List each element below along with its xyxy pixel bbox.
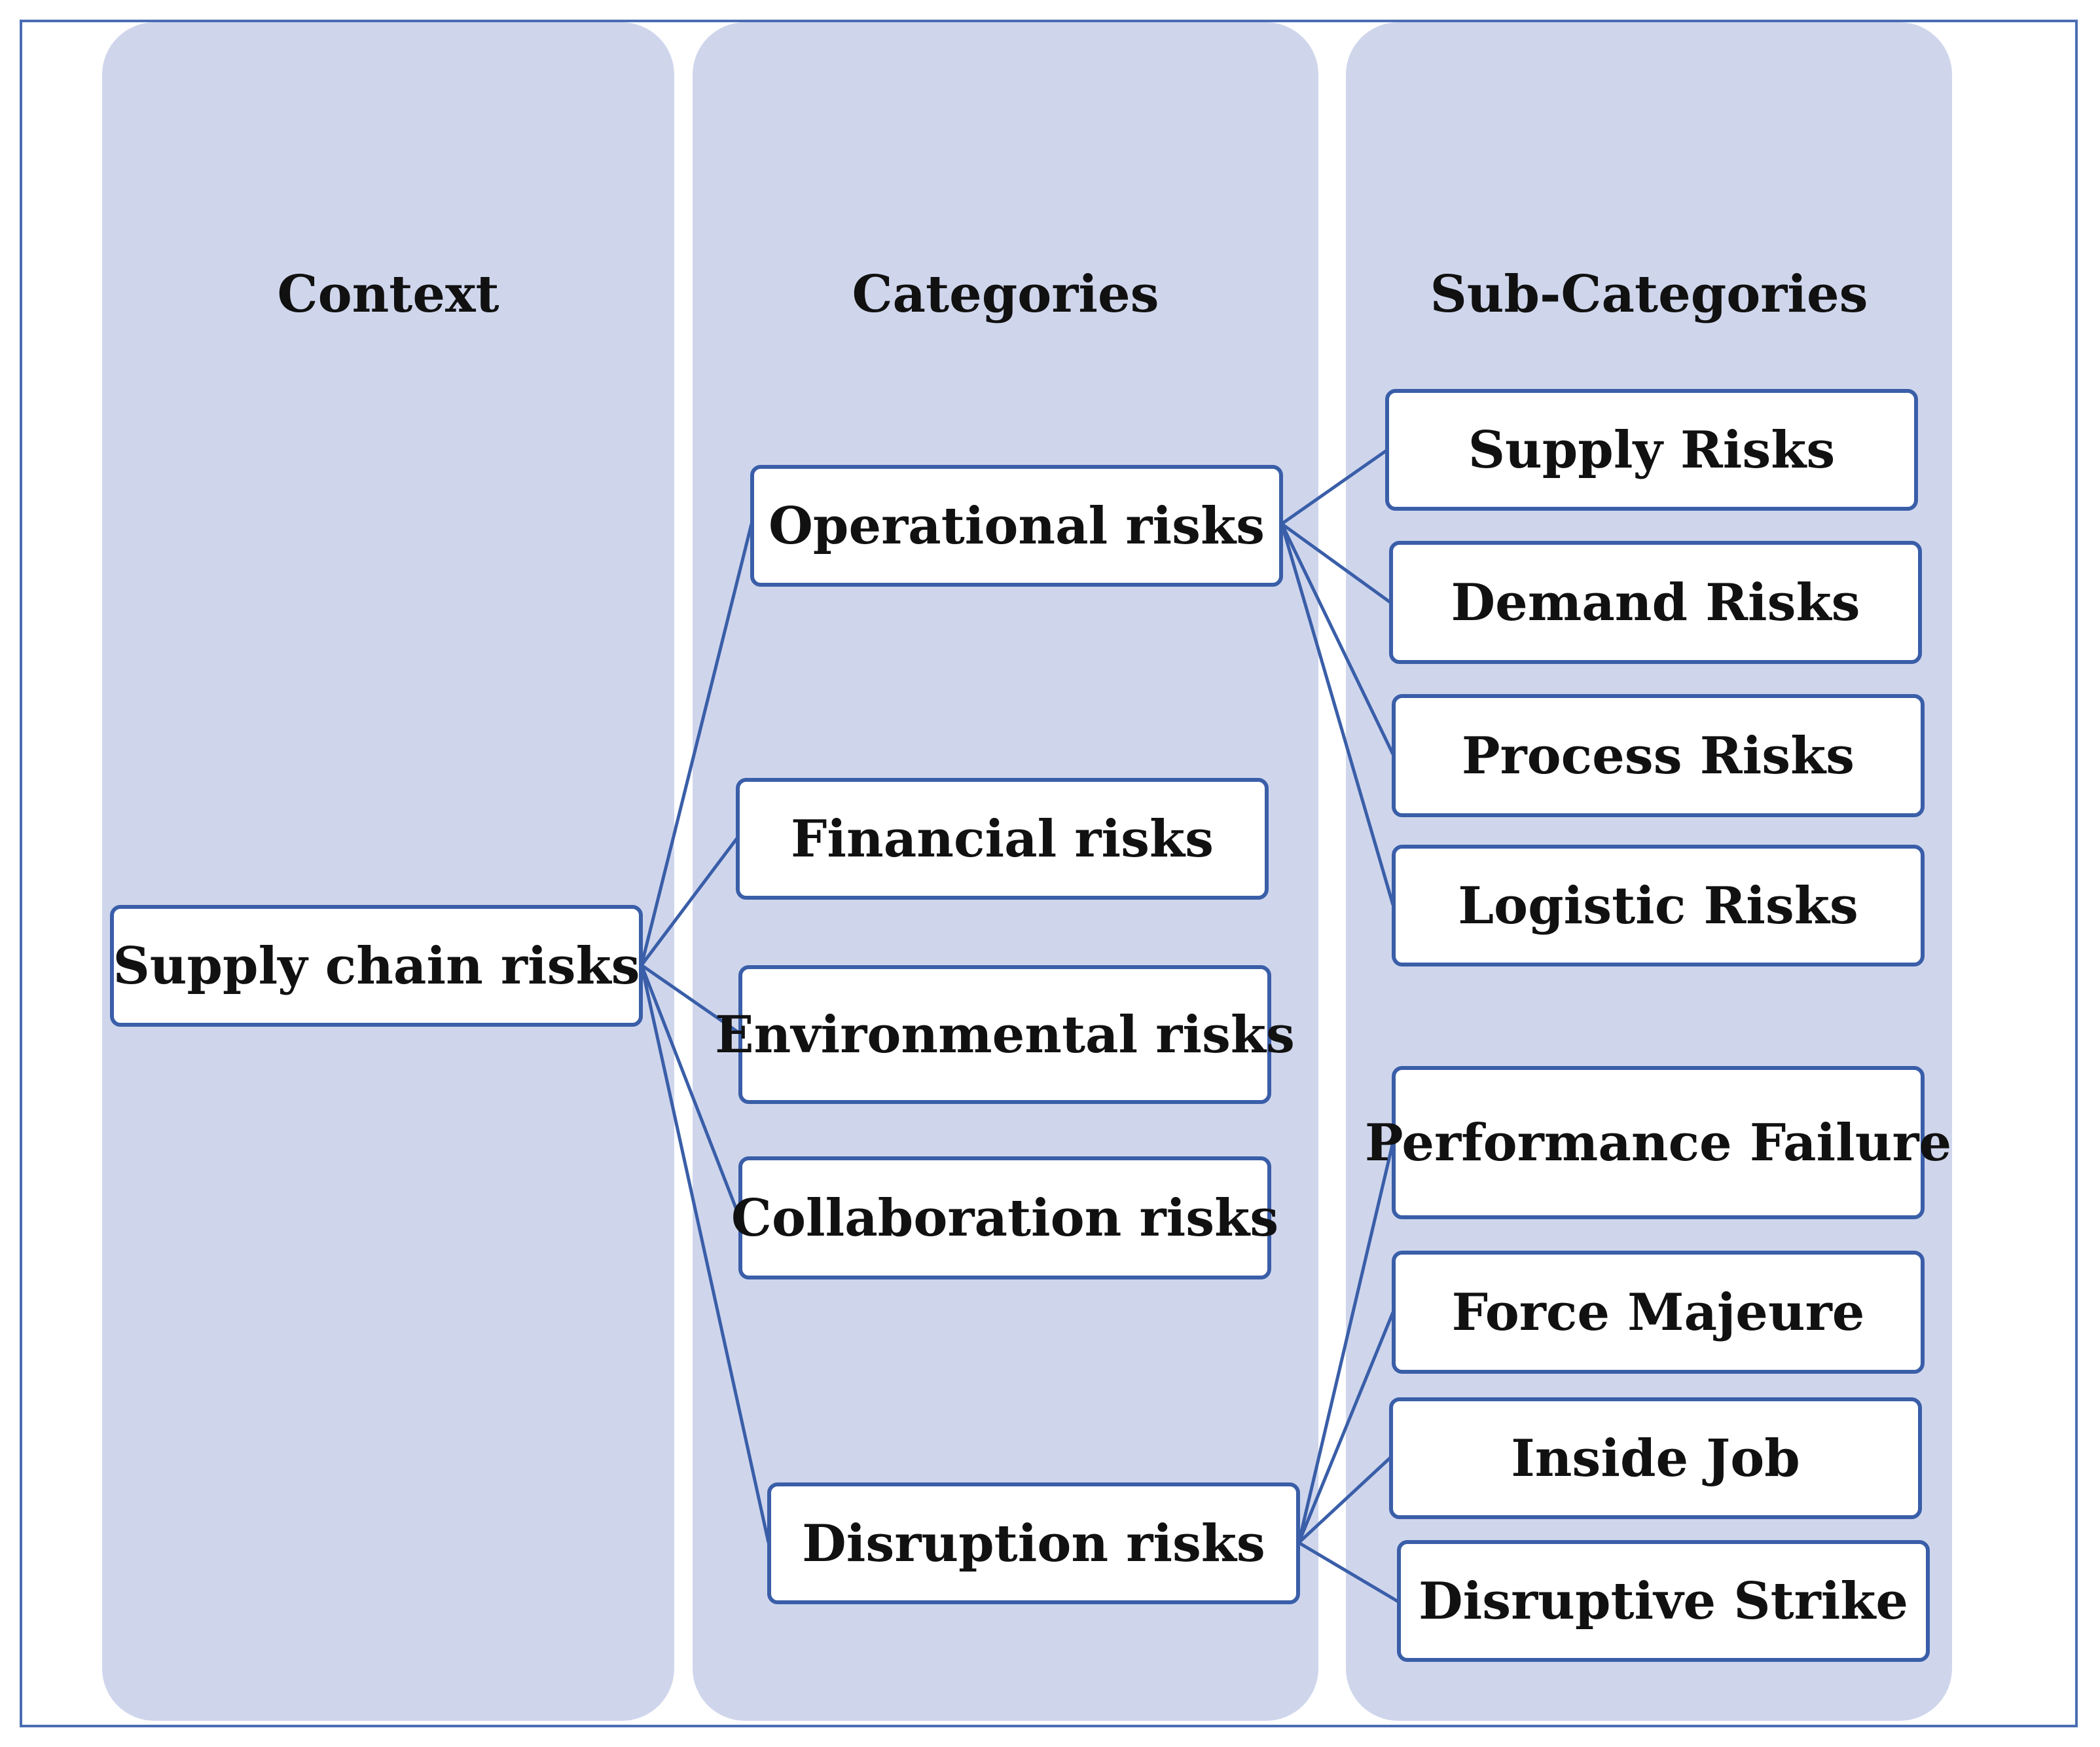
- node-performance-failure: Performance Failure: [1365, 1066, 1951, 1219]
- node-inside-job: Inside Job: [1389, 1397, 1922, 1519]
- node-supply-chain-risks: Supply chain risks: [110, 905, 643, 1027]
- lane-title-context: Context: [277, 265, 499, 324]
- node-supply-risks: Supply Risks: [1385, 389, 1918, 511]
- node-financial-risks: Financial risks: [736, 778, 1269, 900]
- node-force-majeure: Force Majeure: [1392, 1251, 1925, 1374]
- node-process-risks: Process Risks: [1392, 694, 1925, 817]
- lane-title-categories: Categories: [852, 265, 1159, 324]
- lane-context: Context: [102, 22, 674, 1721]
- lane-title-subcategories: Sub-Categories: [1430, 265, 1868, 324]
- node-disruptive-strike: Disruptive Strike: [1397, 1540, 1930, 1662]
- node-environmental-risks: Environmental risks: [715, 965, 1295, 1104]
- node-operational-risks: Operational risks: [750, 465, 1283, 587]
- node-demand-risks: Demand Risks: [1389, 541, 1922, 664]
- node-disruption-risks: Disruption risks: [767, 1482, 1300, 1604]
- node-logistic-risks: Logistic Risks: [1392, 845, 1925, 966]
- node-collaboration-risks: Collaboration risks: [731, 1156, 1278, 1279]
